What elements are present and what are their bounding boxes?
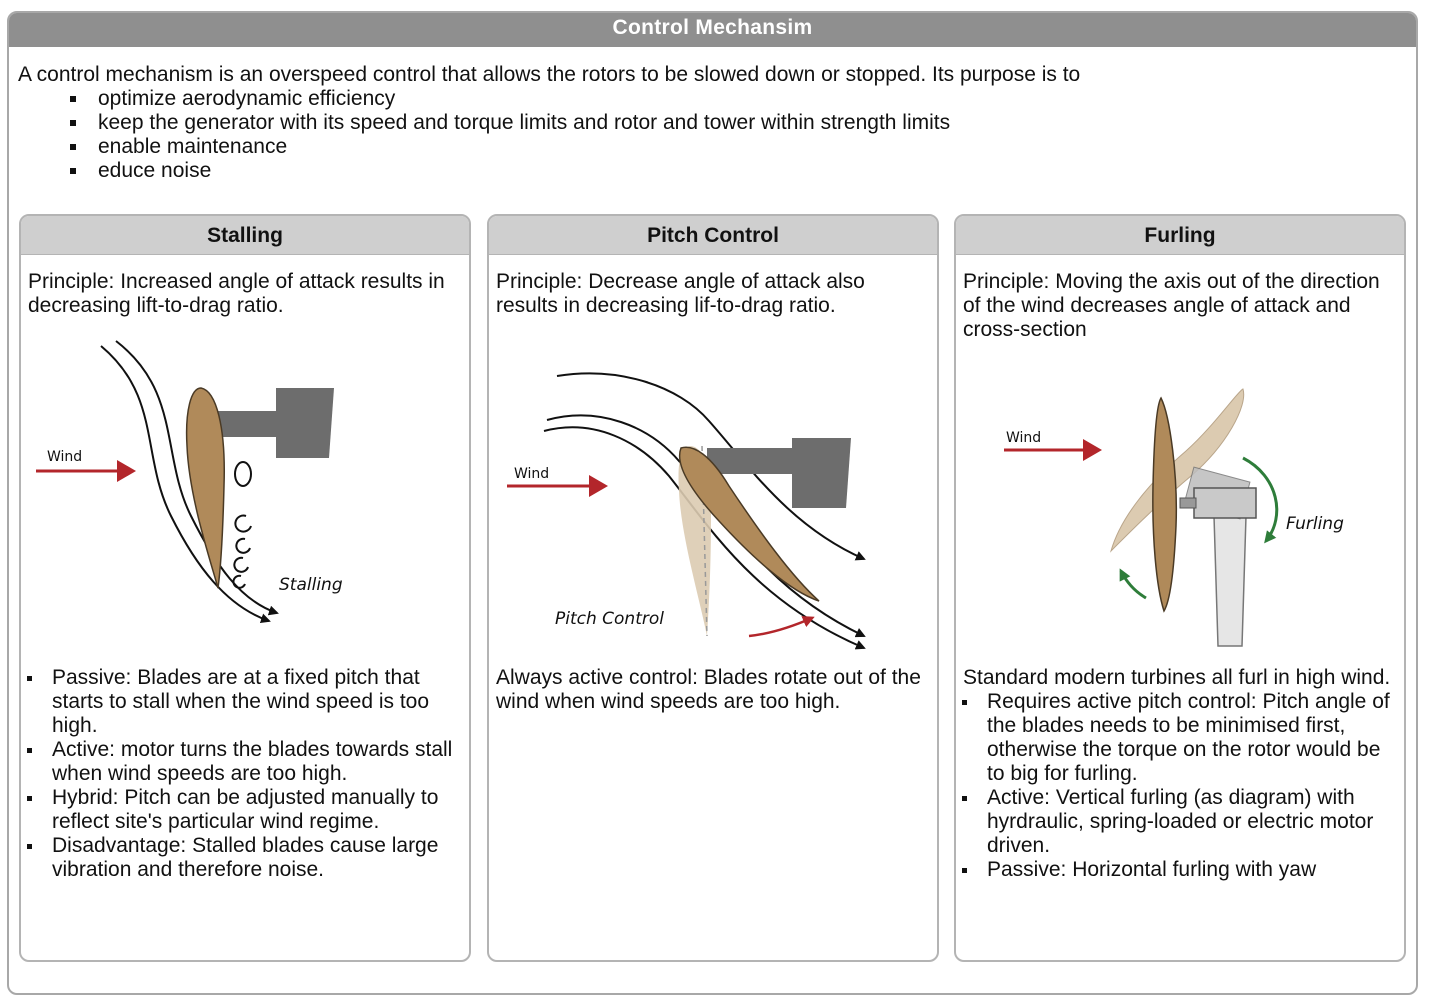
list-item: Active: Vertical furling (as diagram) wi…: [960, 786, 1400, 858]
list-item: keep the generator with its speed and to…: [70, 111, 1080, 135]
turbulence-icon: [234, 514, 252, 533]
panel-body: Standard modern turbines all furl in hig…: [960, 666, 1400, 882]
airflow-line: [115, 340, 279, 616]
blade-icon: [678, 446, 820, 602]
wind-arrow-head-icon: [1083, 439, 1102, 461]
blade-icon: [185, 387, 226, 589]
hub-shaft: [216, 411, 276, 437]
furling-list: Requires active pitch control: Pitch ang…: [960, 690, 1400, 882]
panel-title: Pitch Control: [489, 216, 937, 255]
diagram-caption: Furling: [1286, 514, 1344, 534]
intro: A control mechanism is an overspeed cont…: [18, 63, 1080, 183]
panel-furling: Furling Principle: Moving the axis out o…: [954, 214, 1406, 962]
blade-icon: [1152, 396, 1178, 613]
control-mechanism-box: Control Mechansim A control mechanism is…: [7, 11, 1418, 995]
list-item: Hybrid: Pitch can be adjusted manually t…: [25, 786, 465, 834]
diagram-caption: Stalling: [279, 575, 343, 595]
stalling-diagram: Wind Stalling: [36, 340, 343, 624]
panel-text: Always active control: Blades rotate out…: [496, 666, 921, 713]
furl-arrow-icon: [1242, 456, 1279, 544]
panel-body: Always active control: Blades rotate out…: [493, 666, 933, 714]
turbulence-icon: [233, 556, 249, 573]
ghost-blade-icon: [1109, 388, 1245, 553]
panel-title: Furling: [956, 216, 1404, 255]
principle-text: Principle: Decrease angle of attack also…: [496, 270, 865, 317]
list-item: Passive: Blades are at a fixed pitch tha…: [25, 666, 465, 738]
tower-icon: [1213, 515, 1247, 647]
turbulence-icon: [232, 574, 246, 589]
turbulence-icon: [234, 461, 252, 487]
hub-icon: [276, 388, 334, 458]
intro-text: A control mechanism is an overspeed cont…: [18, 63, 1081, 86]
wind-arrow-head-icon: [589, 475, 608, 497]
intro-list: optimize aerodynamic efficiency keep the…: [18, 87, 1080, 183]
wind-label: Wind: [1006, 430, 1041, 446]
list-item: Passive: Horizontal furling with yaw: [960, 858, 1400, 882]
wind-arrow-head-icon: [117, 460, 136, 482]
airflow-line: [543, 426, 866, 650]
turbulence-icon: [235, 537, 251, 554]
list-item: enable maintenance: [70, 135, 1080, 159]
hub-shaft: [707, 448, 792, 474]
principle-text: Principle: Moving the axis out of the di…: [963, 270, 1380, 341]
principle-text: Principle: Increased angle of attack res…: [28, 270, 445, 317]
panel-pitch-control: Pitch Control Principle: Decrease angle …: [487, 214, 939, 962]
furling-diagram: Wind Furling: [1004, 388, 1344, 647]
airflow-line: [100, 345, 271, 624]
stalling-list: Passive: Blades are at a fixed pitch tha…: [25, 666, 465, 882]
diagram-caption: Pitch Control: [555, 609, 664, 629]
list-item: educe noise: [70, 159, 1080, 183]
list-item: Active: motor turns the blades towards s…: [25, 738, 465, 786]
nacelle-icon: [1193, 487, 1257, 519]
rotate-arrow-icon: [748, 616, 815, 638]
panel-body: Passive: Blades are at a fixed pitch tha…: [25, 666, 465, 882]
panel-text: Standard modern turbines all furl in hig…: [963, 666, 1391, 689]
list-item: optimize aerodynamic efficiency: [70, 87, 1080, 111]
wind-label: Wind: [47, 449, 82, 465]
wind-label: Wind: [514, 466, 549, 482]
panel-stalling: Stalling Principle: Increased angle of a…: [19, 214, 471, 962]
list-item: Requires active pitch control: Pitch ang…: [960, 690, 1400, 786]
list-item: Disadvantage: Stalled blades cause large…: [25, 834, 465, 882]
page-title: Control Mechansim: [9, 13, 1416, 47]
panel-title: Stalling: [21, 216, 469, 255]
hub-icon: [792, 438, 851, 508]
pitch-control-diagram: Wind Pitch Control: [507, 372, 866, 650]
airflow-line: [556, 372, 866, 561]
furl-arrow-icon: [1119, 568, 1147, 600]
